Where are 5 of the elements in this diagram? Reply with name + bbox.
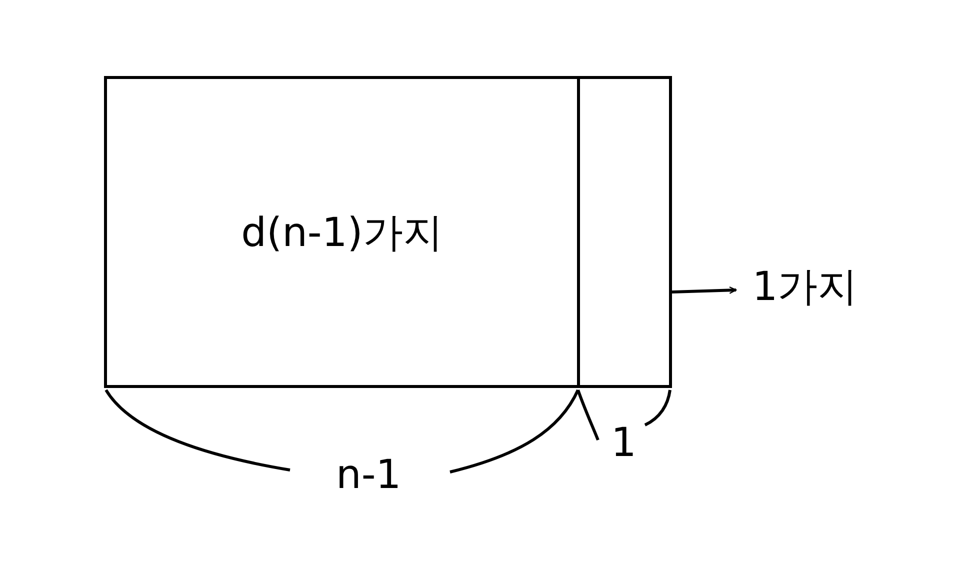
region-box — [104, 76, 580, 388]
strip-box — [577, 76, 672, 388]
arrow — [672, 286, 737, 294]
region-label: d(n-1)가지 — [241, 208, 443, 258]
result-text: 1가지 — [740, 258, 870, 314]
